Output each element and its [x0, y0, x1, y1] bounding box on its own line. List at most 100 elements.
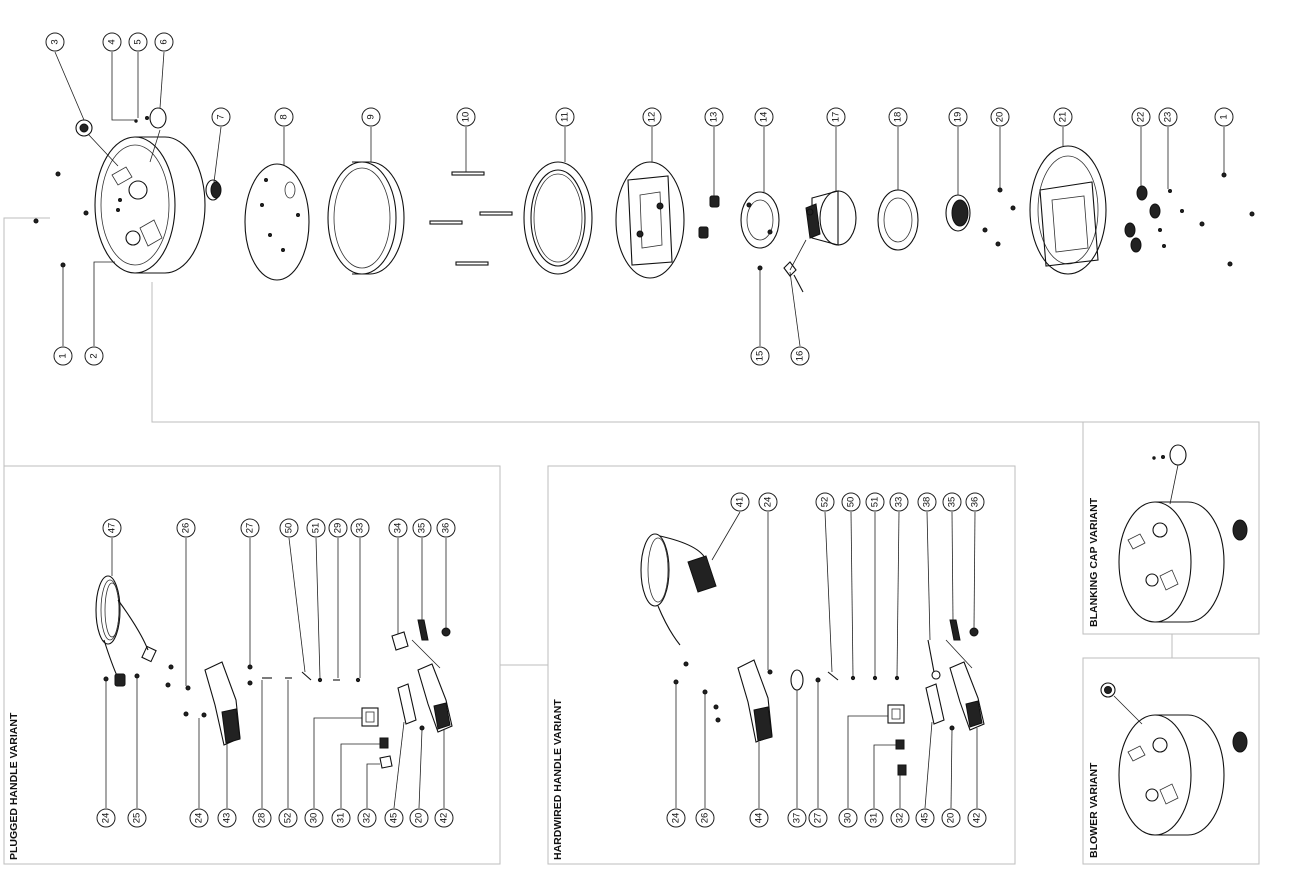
- mounting-disc: [244, 163, 310, 281]
- svg-text:45: 45: [920, 813, 931, 824]
- base-fasteners: [33, 171, 89, 268]
- svg-text:27: 27: [813, 813, 824, 824]
- callout-p43: 43: [217, 808, 237, 828]
- callout-h45: 45: [915, 808, 935, 828]
- svg-text:52: 52: [283, 813, 294, 824]
- blower-housing: [1100, 682, 1248, 836]
- svg-text:32: 32: [895, 813, 906, 824]
- callout-p35: 35: [412, 518, 432, 538]
- svg-text:28: 28: [257, 813, 268, 824]
- callout-p32: 32: [357, 808, 377, 828]
- hardwired-handle-callouts: 41 24 52 50 51 33 38 35 36 24 26 44 37 2…: [666, 492, 987, 828]
- callout-2: 2: [84, 346, 104, 366]
- callout-19: 19: [948, 107, 968, 127]
- svg-text:15: 15: [755, 351, 766, 362]
- callout-23: 23: [1158, 107, 1178, 127]
- grommet-part: [205, 179, 222, 201]
- callout-h44: 44: [749, 808, 769, 828]
- callout-4: 4: [102, 32, 122, 52]
- callout-p51: 51: [306, 518, 326, 538]
- blower-frame: [1082, 657, 1260, 865]
- callout-12: 12: [642, 107, 662, 127]
- svg-text:2: 2: [89, 353, 100, 358]
- seal-ring: [523, 161, 593, 275]
- connector-line-left: [3, 217, 50, 466]
- callout-p47: 47: [102, 518, 122, 538]
- svg-text:8: 8: [279, 114, 290, 119]
- callout-14: 14: [754, 107, 774, 127]
- svg-text:24: 24: [194, 813, 205, 824]
- svg-text:34: 34: [393, 523, 404, 534]
- svg-text:17: 17: [831, 112, 842, 123]
- callout-22: 22: [1131, 107, 1151, 127]
- callout-p42: 42: [434, 808, 454, 828]
- callout-21: 21: [1053, 107, 1073, 127]
- svg-text:27: 27: [245, 523, 256, 534]
- svg-text:43: 43: [222, 813, 233, 824]
- svg-text:26: 26: [700, 813, 711, 824]
- svg-text:44: 44: [754, 813, 765, 824]
- callout-7: 7: [211, 107, 231, 127]
- callout-p25: 25: [127, 808, 147, 828]
- small-bushing-top: [698, 195, 720, 239]
- svg-text:5: 5: [133, 39, 144, 44]
- svg-text:52: 52: [820, 497, 831, 508]
- svg-text:30: 30: [843, 813, 854, 824]
- blanking-cap-frame: [1082, 421, 1260, 635]
- svg-text:51: 51: [870, 497, 881, 508]
- callout-p24a: 24: [96, 808, 116, 828]
- callout-1-right: 1: [1214, 107, 1234, 127]
- hardwired-handle-frame: [547, 465, 1016, 865]
- svg-text:3: 3: [50, 39, 61, 44]
- motor-unit: [789, 190, 857, 271]
- callout-p45: 45: [384, 808, 404, 828]
- callout-p30: 30: [304, 808, 324, 828]
- fan-impeller: [945, 194, 971, 232]
- knob-part: [75, 119, 119, 167]
- callout-h37: 37: [787, 808, 807, 828]
- svg-text:30: 30: [309, 813, 320, 824]
- svg-text:33: 33: [894, 497, 905, 508]
- main-assembly-parts: [33, 107, 1255, 293]
- callout-h52: 52: [815, 492, 835, 512]
- svg-text:7: 7: [216, 114, 227, 119]
- svg-text:47: 47: [107, 523, 118, 534]
- svg-text:31: 31: [336, 813, 347, 824]
- main-callouts: 3 4 5 6 7 8 9 10 11 12 13 14 17 18 19 20…: [45, 32, 1234, 366]
- blanking-variant-title: BLANKING CAP VARIANT: [1088, 497, 1100, 627]
- hardwired-handle-parts: [640, 533, 985, 776]
- svg-text:42: 42: [972, 813, 983, 824]
- svg-text:24: 24: [101, 813, 112, 824]
- callout-20: 20: [990, 107, 1010, 127]
- callout-h26: 26: [695, 808, 715, 828]
- svg-text:10: 10: [461, 112, 472, 123]
- svg-text:33: 33: [355, 523, 366, 534]
- callout-17: 17: [826, 107, 846, 127]
- callout-h42: 42: [967, 808, 987, 828]
- svg-text:6: 6: [159, 39, 170, 44]
- svg-text:51: 51: [311, 523, 322, 534]
- cylinder-sleeve: [327, 161, 405, 275]
- callout-h35: 35: [942, 492, 962, 512]
- svg-text:38: 38: [922, 497, 933, 508]
- svg-text:24: 24: [671, 813, 682, 824]
- callout-15: 15: [750, 346, 770, 366]
- callout-10: 10: [456, 107, 476, 127]
- svg-text:13: 13: [709, 112, 720, 123]
- right-fasteners: [1199, 172, 1255, 267]
- connector-line-main: [151, 282, 1083, 423]
- motor-wiring: [757, 261, 804, 293]
- callout-16: 16: [790, 346, 810, 366]
- svg-text:50: 50: [846, 497, 857, 508]
- svg-text:41: 41: [735, 497, 746, 508]
- svg-text:20: 20: [946, 813, 957, 824]
- svg-text:32: 32: [362, 813, 373, 824]
- callout-3: 3: [45, 32, 65, 52]
- svg-text:16: 16: [795, 351, 806, 362]
- svg-text:36: 36: [970, 497, 981, 508]
- blower-variant-title: BLOWER VARIANT: [1088, 762, 1100, 858]
- callout-p34: 34: [388, 518, 408, 538]
- plugged-variant-title: PLUGGED HANDLE VARIANT: [8, 712, 20, 860]
- callout-p26: 26: [176, 518, 196, 538]
